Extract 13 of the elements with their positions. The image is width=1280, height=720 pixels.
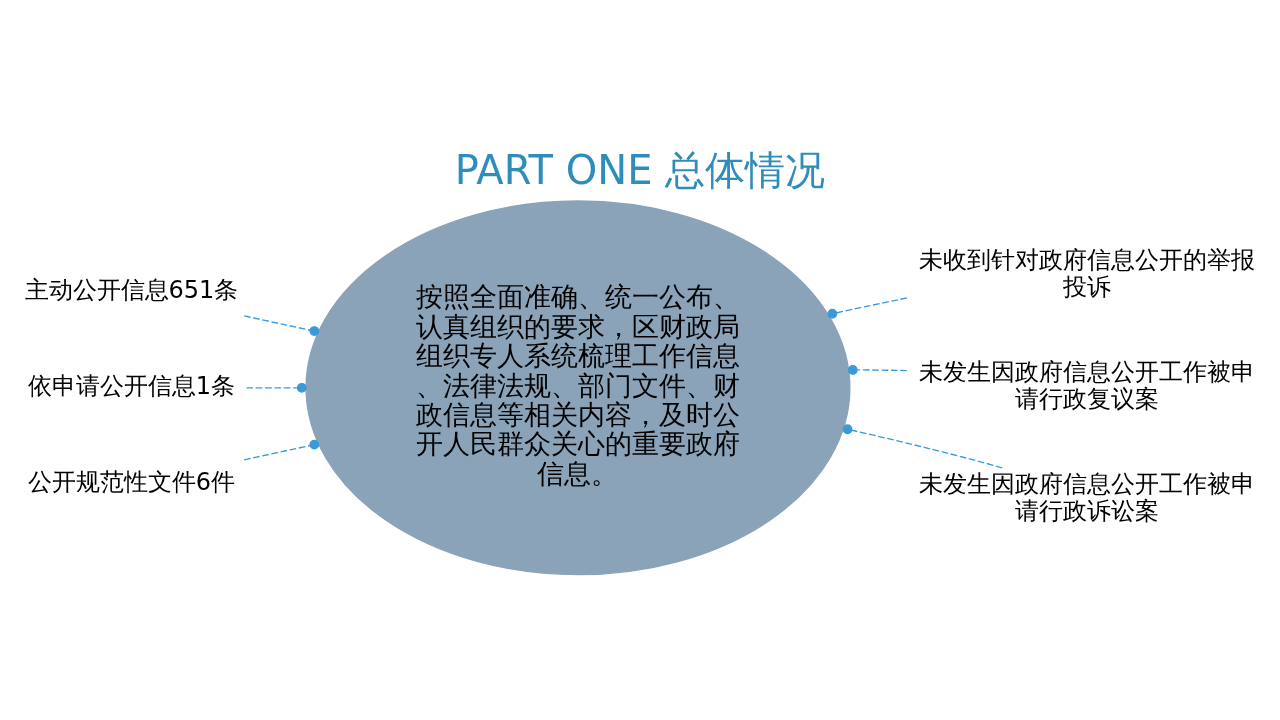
connector xyxy=(243,439,320,460)
node-text: 主动公开信息651条 xyxy=(24,275,239,304)
connector xyxy=(245,382,307,393)
node-text: 未发生因政府信息公开工作被申请行政诉讼案 xyxy=(918,469,1255,525)
node-text: 公开规范性文件6件 xyxy=(27,467,236,496)
diagram-title: PART ONE 总体情况 xyxy=(454,146,826,193)
node-text: 未发生因政府信息公开工作被申请行政复议案 xyxy=(918,357,1255,413)
node-text: 依申请公开信息1条 xyxy=(27,371,236,400)
connector xyxy=(842,423,1003,468)
connector xyxy=(827,296,908,319)
node-text: 未收到针对政府信息公开的举报投诉 xyxy=(918,245,1255,301)
connector xyxy=(243,314,320,336)
connector xyxy=(847,364,908,375)
